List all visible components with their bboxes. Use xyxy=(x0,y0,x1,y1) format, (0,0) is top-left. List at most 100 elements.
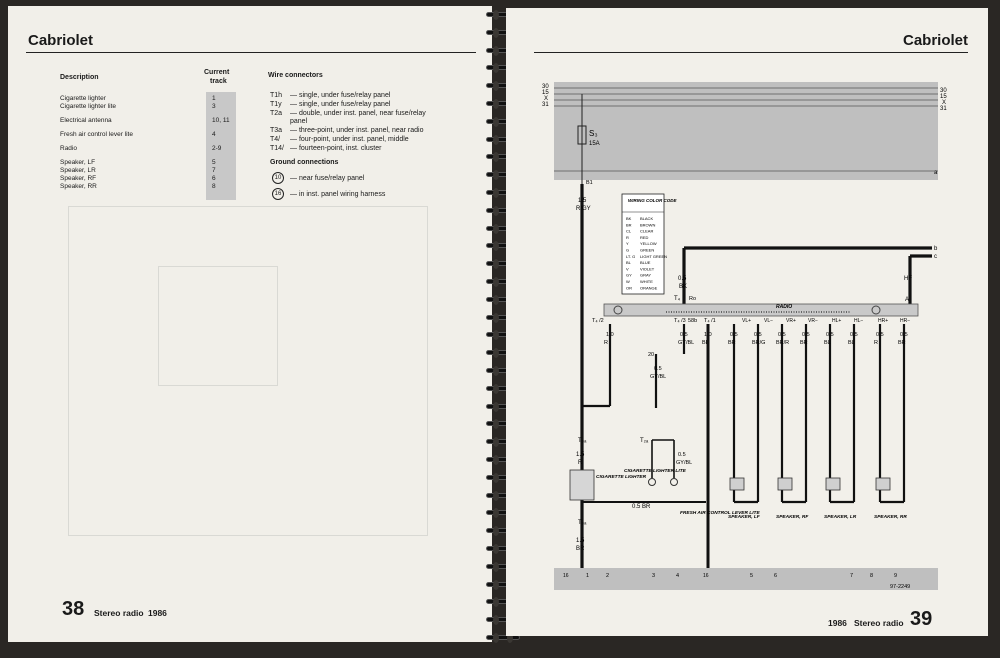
coil-hole xyxy=(493,579,499,590)
bk-wire-color: BK xyxy=(679,284,687,290)
color-code-abbr: OR xyxy=(626,285,632,290)
coil-hole xyxy=(493,63,499,74)
wire-size-label: 0.5 xyxy=(900,332,908,338)
page-number-right: 39 xyxy=(910,608,933,630)
header-rule xyxy=(534,52,968,53)
color-code-name: WHITE xyxy=(640,279,653,284)
color-code-name: CLEAR xyxy=(640,229,653,234)
gybl-size: 0.5 xyxy=(654,366,662,372)
wire-size-label: 0.5 xyxy=(876,332,884,338)
radio-knob-left xyxy=(613,305,623,315)
coil-hole xyxy=(493,597,499,608)
color-code-name: BLACK xyxy=(640,216,653,221)
desc-item: Speaker, LF xyxy=(60,159,96,166)
bus-label-left: 30 xyxy=(542,84,549,90)
coil-hole xyxy=(493,10,499,20)
color-code-name: VIOLET xyxy=(640,266,655,271)
wire-connectors-heading: Wire connectors xyxy=(268,72,323,79)
coil-hole xyxy=(493,241,499,252)
ground-text: — in inst. panel wiring harness xyxy=(290,191,386,198)
fuse-output-label: B1 xyxy=(586,180,593,186)
wire-color-label: BL xyxy=(848,340,855,346)
track-item: 4 xyxy=(212,131,216,138)
t2a-label: T₂ₐ xyxy=(640,438,649,444)
show-through-box xyxy=(158,266,278,386)
cigarette-lighter-label: CIGARETTE LIGHTER xyxy=(596,474,647,480)
footer-year-left: 1986 xyxy=(148,608,167,618)
bus-label-right: 31 xyxy=(940,106,947,112)
radio-label: RADIO xyxy=(776,304,792,310)
color-code-abbr: Y xyxy=(626,241,629,246)
connector-text: — three-point, under inst. panel, near r… xyxy=(290,127,424,134)
coil-hole xyxy=(493,615,499,626)
fuse-symbol xyxy=(577,125,587,145)
coil-hole xyxy=(493,27,499,38)
connector-text: — single, under fuse/relay panel xyxy=(290,101,391,108)
track-number: 9 xyxy=(894,573,897,579)
desc-item: Fresh air control lever lite xyxy=(60,131,133,138)
show-through-diagram xyxy=(68,206,428,536)
radio-pin-label: HL− xyxy=(854,318,863,324)
color-code-abbr: BK xyxy=(626,216,632,221)
r-wire-color: R xyxy=(578,460,583,466)
wire-color-label: BR xyxy=(728,340,736,346)
fuse-rating: 15A xyxy=(589,141,600,147)
track-number: 4 xyxy=(676,573,679,579)
pin-58b-label: 58b xyxy=(688,318,697,324)
color-code-name: ORANGE xyxy=(640,285,658,290)
coil-hole xyxy=(493,45,499,56)
coil-hole xyxy=(493,170,499,181)
binding-coil xyxy=(482,633,524,643)
track-heading-1: Current xyxy=(204,69,230,76)
coil-hole xyxy=(493,419,499,430)
radio-knob-right xyxy=(871,305,881,315)
coil-hole xyxy=(493,561,499,572)
speaker-symbol xyxy=(825,477,841,491)
connector-t4-label: T₄ xyxy=(674,296,681,302)
connector-code: T3a xyxy=(270,127,283,134)
desc-item: Speaker, RR xyxy=(60,183,97,190)
ground-number-badge: 10 xyxy=(272,172,284,184)
color-code-name: YELLOW xyxy=(640,241,657,246)
track-number: 6 xyxy=(774,573,777,579)
connector-code: T1h xyxy=(270,92,283,99)
color-code-abbr: R xyxy=(626,235,629,240)
track-item: 3 xyxy=(212,103,216,110)
coil-hole xyxy=(507,633,513,643)
ground-text: — near fuse/relay panel xyxy=(290,175,365,182)
wire-size-label: 0.5 xyxy=(826,332,834,338)
wire-size-label: 0.5 xyxy=(850,332,858,338)
t4-1-label: T₄ /1 xyxy=(704,318,716,324)
speaker-label: SPEAKER, RF xyxy=(776,514,809,520)
t4-3-label: T₄ /3 xyxy=(674,318,686,324)
speaker-symbol xyxy=(729,477,745,491)
bus-label-left: 31 xyxy=(542,102,549,108)
color-code-name: GREEN xyxy=(640,248,654,253)
speaker-symbol xyxy=(875,477,891,491)
bus-label-right: 15 xyxy=(940,94,947,100)
speaker-label: SPEAKER, RR xyxy=(874,514,907,520)
coil-hole xyxy=(493,277,499,287)
rail-label-a: a xyxy=(934,170,938,176)
track-heading-2: track xyxy=(210,78,227,85)
color-code-abbr: V xyxy=(626,266,629,271)
radio-pin-label: VL− xyxy=(764,318,773,324)
ground-connections-heading: Ground connections xyxy=(270,159,339,166)
coil-hole xyxy=(493,330,499,341)
coil-hole xyxy=(493,526,499,537)
wire-color-label: BR xyxy=(898,340,906,346)
coil-hole xyxy=(493,508,499,519)
track-number: 7 xyxy=(850,573,853,579)
gybl-color: GY/BL xyxy=(650,374,666,380)
bk-wire-size: 0.5 xyxy=(678,276,687,282)
wire-color-label: BR xyxy=(800,340,808,346)
feed-wire-color: R/GY xyxy=(576,206,591,212)
wire-color-label: R xyxy=(874,340,878,346)
track-item: 2-9 xyxy=(212,145,222,152)
desc-item: Speaker, RF xyxy=(60,175,97,182)
coil-hole xyxy=(493,116,499,127)
radio-pin-label: VR+ xyxy=(786,318,796,324)
wire-color-label: R xyxy=(604,340,608,346)
